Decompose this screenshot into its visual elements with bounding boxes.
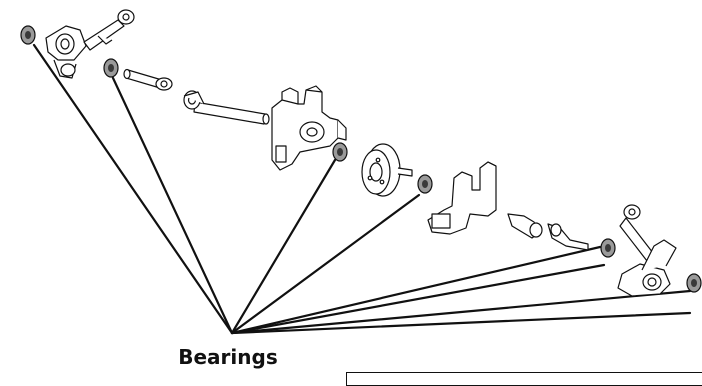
right-post-block-part [427, 161, 497, 235]
leader-line-5 [230, 245, 602, 335]
pulley-part [361, 143, 413, 197]
bearing-icon [332, 142, 348, 162]
long-shaft-part [183, 90, 270, 125]
left-bellcrank-part [45, 9, 135, 79]
bearing-icons [20, 25, 702, 293]
leader-line-6 [230, 263, 606, 335]
bearings-label: Bearings [178, 345, 278, 369]
bearing-icon [686, 273, 702, 293]
right-bellcrank-part [617, 204, 677, 297]
caption-box-frame [346, 372, 702, 386]
leader-line-2 [111, 76, 234, 335]
short-pin-part [123, 68, 173, 91]
bearing-icon [600, 238, 616, 258]
leader-line-7 [230, 289, 692, 335]
bearing-leader-lines [32, 43, 692, 335]
leader-line-1 [32, 43, 234, 335]
bearing-icon [103, 58, 119, 78]
right-pin-part [507, 213, 589, 251]
bearing-icon [20, 25, 36, 45]
left-post-block-part [271, 85, 347, 171]
bearing-icon [417, 174, 433, 194]
leader-line-8 [230, 311, 692, 335]
leader-line-3 [230, 158, 337, 335]
leader-line-4 [230, 193, 421, 335]
